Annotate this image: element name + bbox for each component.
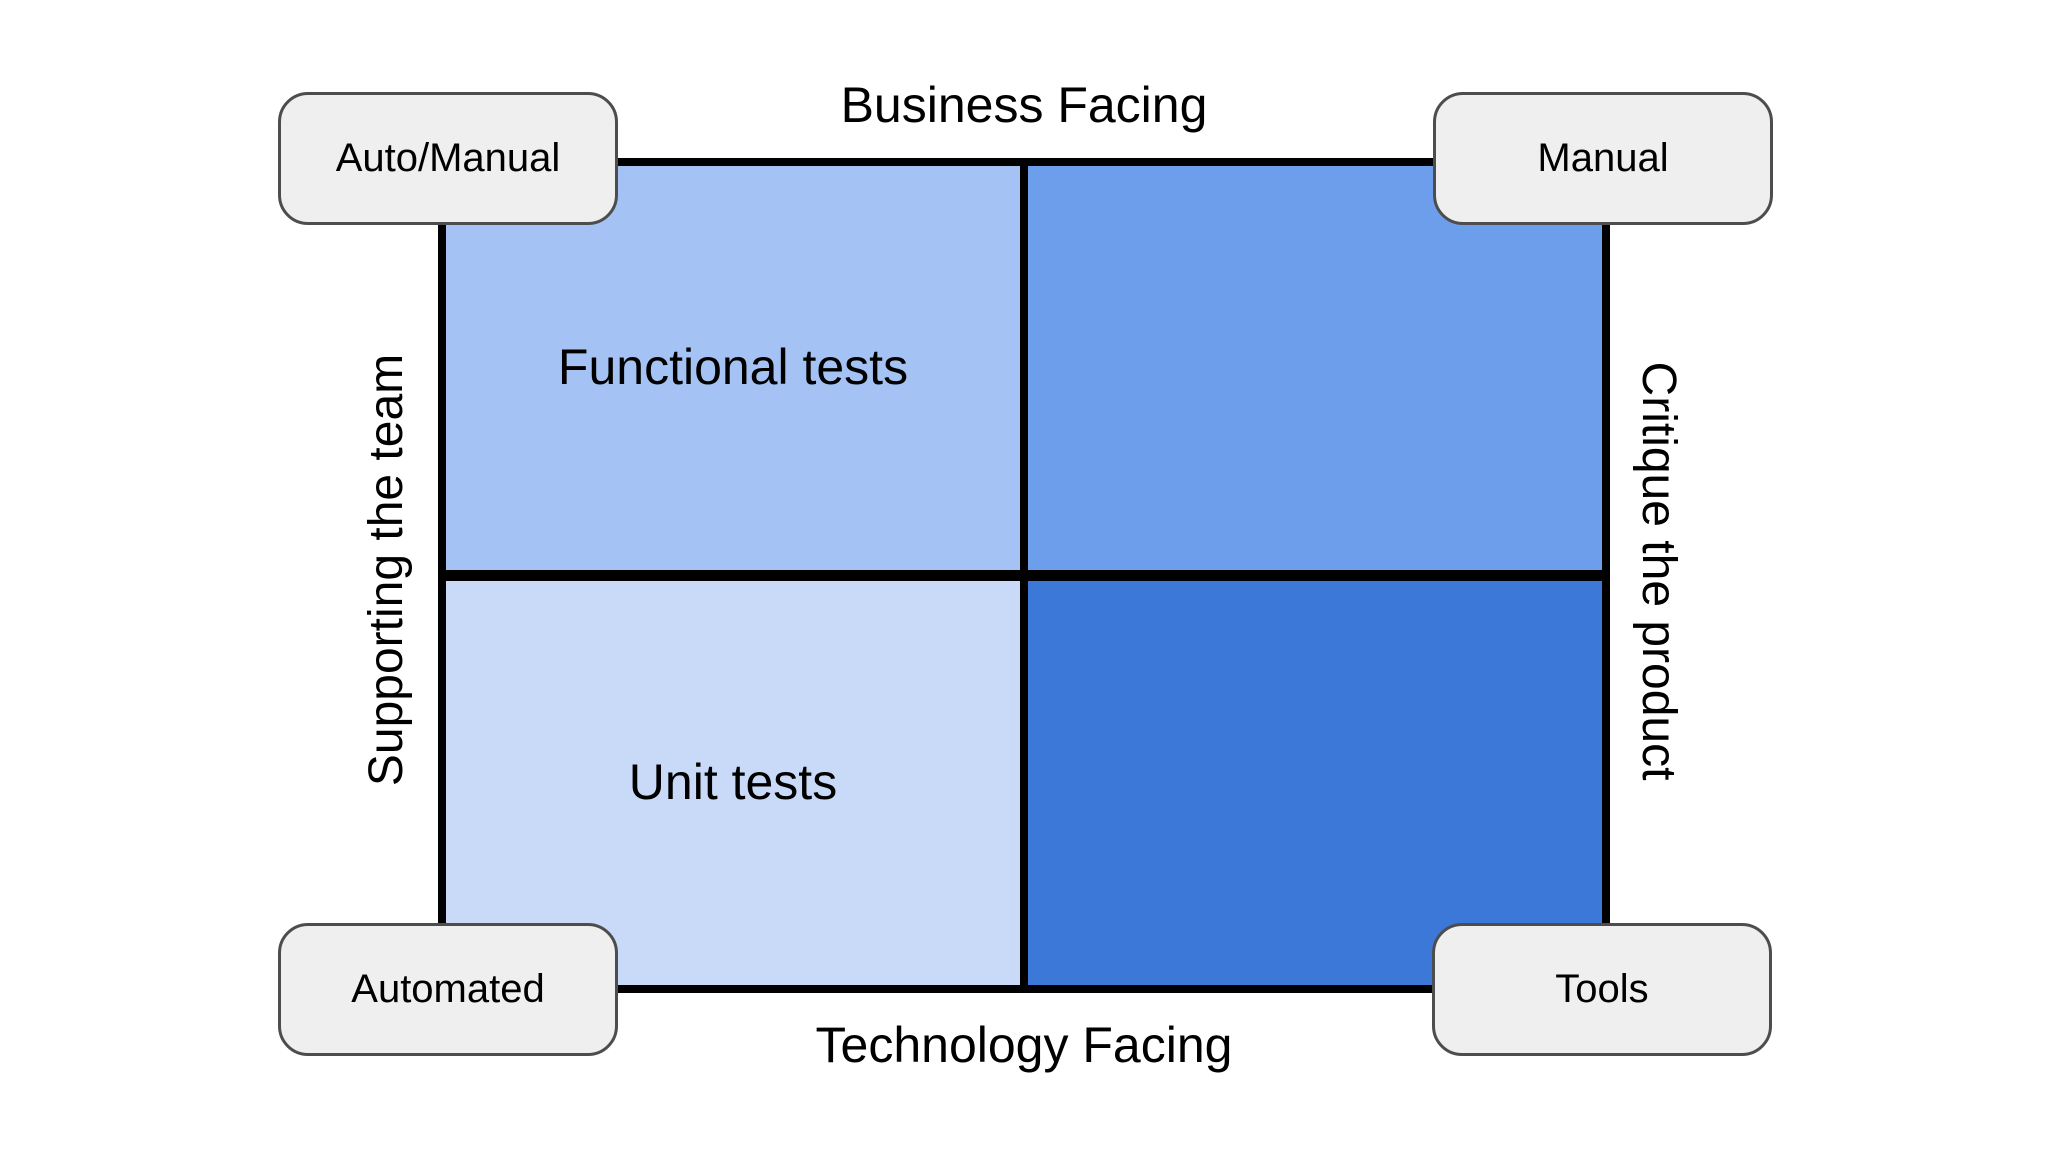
quadrant-grid: Functional tests Unit tests [438,158,1610,993]
business-facing-axis-label: Business Facing [840,77,1208,133]
quadrant-label: Unit tests [628,754,838,811]
badge-automated: Automated [278,923,618,1056]
quadrant-top-left-functional-tests: Functional tests [446,166,1020,570]
quadrant-label: Functional tests [557,339,909,396]
technology-facing-axis-label: Technology Facing [815,1017,1233,1073]
quadrant-bottom-left-unit-tests: Unit tests [446,581,1020,985]
badge-auto-manual: Auto/Manual [278,92,618,225]
quadrant-top-right [1028,166,1602,570]
badge-manual: Manual [1433,92,1773,225]
badge-tools: Tools [1432,923,1772,1056]
supporting-the-team-text: Supporting the team [360,353,413,787]
quadrant-bottom-right [1028,581,1602,985]
critique-the-product-text: Critique the product [1632,361,1685,781]
